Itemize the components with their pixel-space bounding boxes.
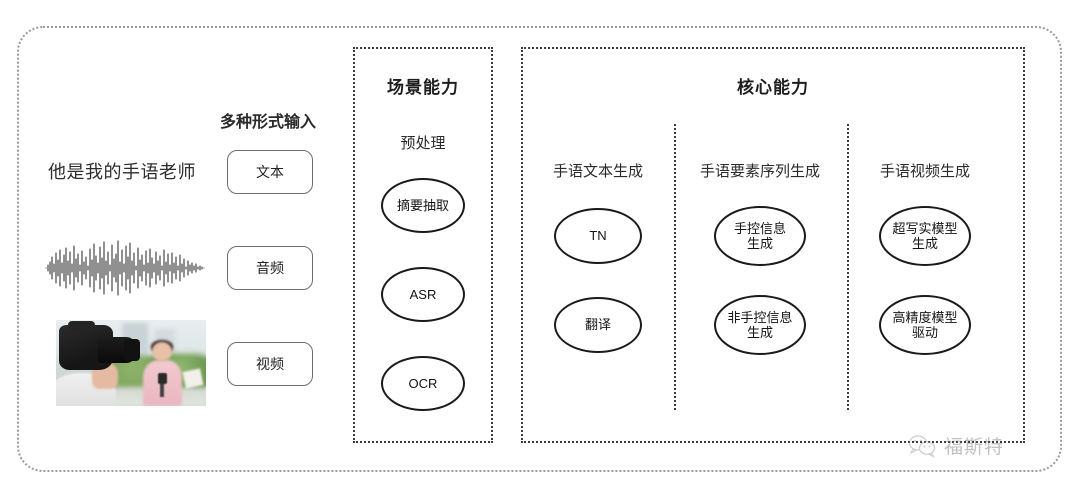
core-divider-2 <box>847 124 849 410</box>
core-capability-section: 核心能力 <box>521 47 1025 443</box>
wechat-icon <box>908 434 936 458</box>
outer-frame <box>17 26 1062 472</box>
core-column-header-sign-element-sequence-generation: 手语要素序列生成 <box>699 163 821 180</box>
core-divider-1 <box>674 124 676 410</box>
multi-input-heading: 多种形式输入 <box>220 114 317 131</box>
watermark-text: 福斯特 <box>944 437 1005 458</box>
scene-capability-section: 场景能力 <box>353 47 493 443</box>
watermark: 福斯特 <box>908 432 1004 459</box>
core-node-translation[interactable]: 翻译 <box>554 297 642 353</box>
modality-chip-video[interactable]: 视频 <box>227 342 313 386</box>
core-node-high-precision-model-driving[interactable]: 高精度模型 驱动 <box>879 295 971 355</box>
core-node-hyperrealistic-model-generation[interactable]: 超写实模型 生成 <box>879 206 971 266</box>
video-thumbnail-image <box>56 320 206 406</box>
core-node-non-manual-signal-generation[interactable]: 非手控信息 生成 <box>714 295 806 355</box>
audio-waveform-icon <box>45 240 205 296</box>
core-node-manual-signal-generation[interactable]: 手控信息 生成 <box>714 206 806 266</box>
scene-section-title: 场景能力 <box>387 78 459 97</box>
modality-chip-text[interactable]: 文本 <box>227 150 313 194</box>
core-section-title: 核心能力 <box>737 78 809 97</box>
core-column-header-sign-video-generation: 手语视频生成 <box>879 163 971 180</box>
scene-node-ocr[interactable]: OCR <box>381 356 465 411</box>
scene-column-header-preprocess: 预处理 <box>400 135 446 152</box>
sample-sentence-text: 他是我的手语老师 <box>48 162 196 182</box>
core-node-tn[interactable]: TN <box>554 208 642 264</box>
core-column-header-sign-text-generation: 手语文本生成 <box>552 163 644 180</box>
scene-node-summary-extraction[interactable]: 摘要抽取 <box>381 178 465 233</box>
scene-node-asr[interactable]: ASR <box>381 267 465 322</box>
modality-chip-audio[interactable]: 音频 <box>227 246 313 290</box>
